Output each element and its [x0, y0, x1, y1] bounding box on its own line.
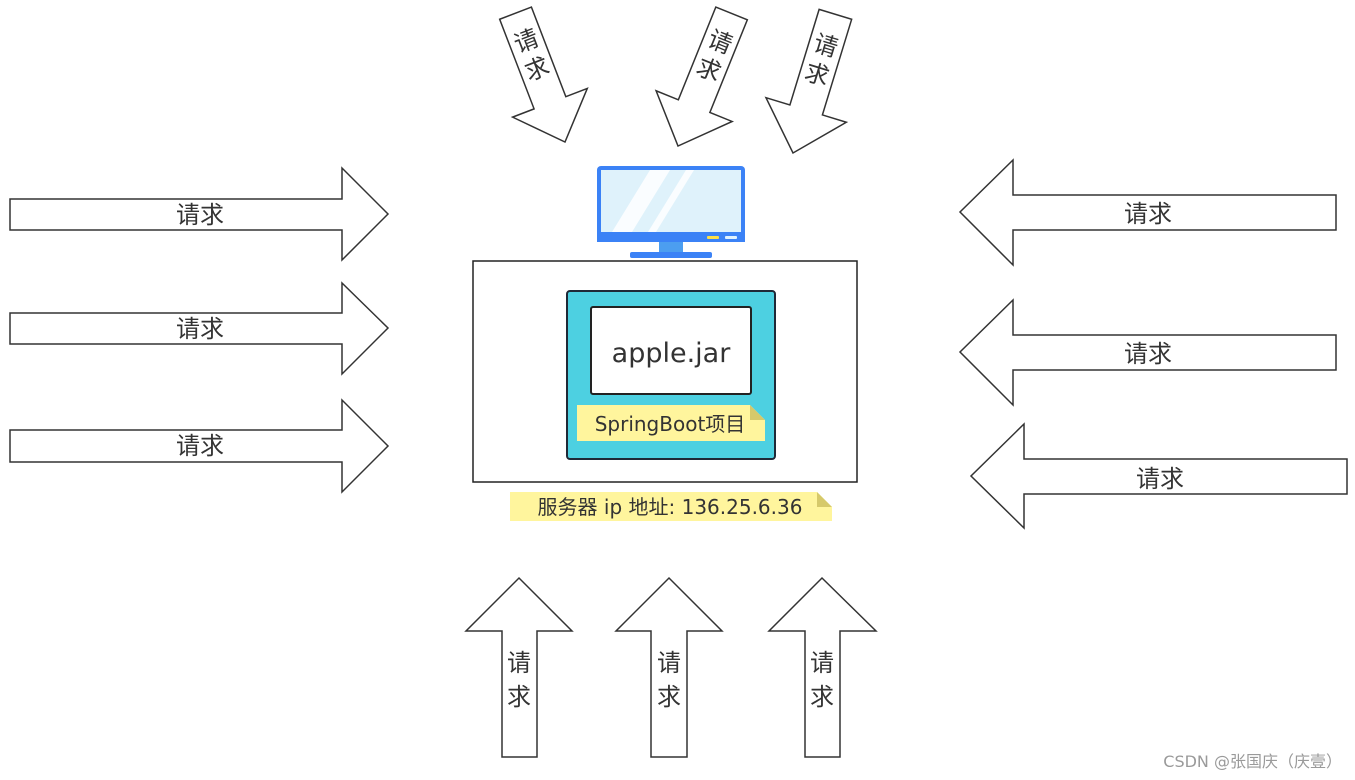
jar-label: apple.jar	[612, 338, 732, 369]
springboot-note: SpringBoot项目	[577, 405, 765, 441]
request-label-bottom: 求	[507, 683, 531, 711]
request-label-bottom: 求	[810, 683, 834, 711]
request-label: 请求	[1136, 465, 1184, 493]
request-label: 请求	[176, 201, 224, 229]
request-arrow-right-2: 请求	[958, 298, 1337, 407]
server-address-label: 服务器 ip 地址: 136.25.6.36	[538, 495, 803, 519]
request-label-top: 请	[507, 649, 531, 677]
request-label-bottom: 求	[657, 683, 681, 711]
request-arrow-right-1: 请求	[958, 158, 1337, 267]
request-arrow-left-3: 请求	[9, 398, 390, 494]
server-address-note: 服务器 ip 地址: 136.25.6.36	[510, 492, 832, 521]
monitor-icon	[597, 166, 745, 258]
jar-box	[590, 306, 752, 395]
request-arrow-top-2: 请 求	[654, 6, 749, 148]
request-arrow-left-2: 请求	[9, 281, 390, 376]
request-label: 请求	[176, 432, 224, 460]
request-arrow-bottom-3: 请 求	[767, 576, 878, 758]
request-label-top: 请	[810, 649, 834, 677]
request-arrow-bottom-1: 请求 请 求	[464, 576, 574, 758]
watermark: CSDN @张国庆（庆壹）	[1163, 752, 1342, 771]
request-label-top: 请	[657, 649, 681, 677]
springboot-label: SpringBoot项目	[595, 412, 746, 436]
request-arrow-bottom-2: 请 求	[614, 576, 724, 758]
request-label: 请求	[176, 315, 224, 343]
request-arrow-left-1: 请求	[9, 166, 390, 262]
request-arrow-top-1: 请 求	[498, 6, 589, 144]
request-label: 请求	[1124, 200, 1172, 228]
request-label: 请求	[1124, 340, 1172, 368]
request-arrow-top-3: 请 求	[764, 8, 853, 155]
request-arrow-right-3: 请求	[969, 422, 1348, 530]
